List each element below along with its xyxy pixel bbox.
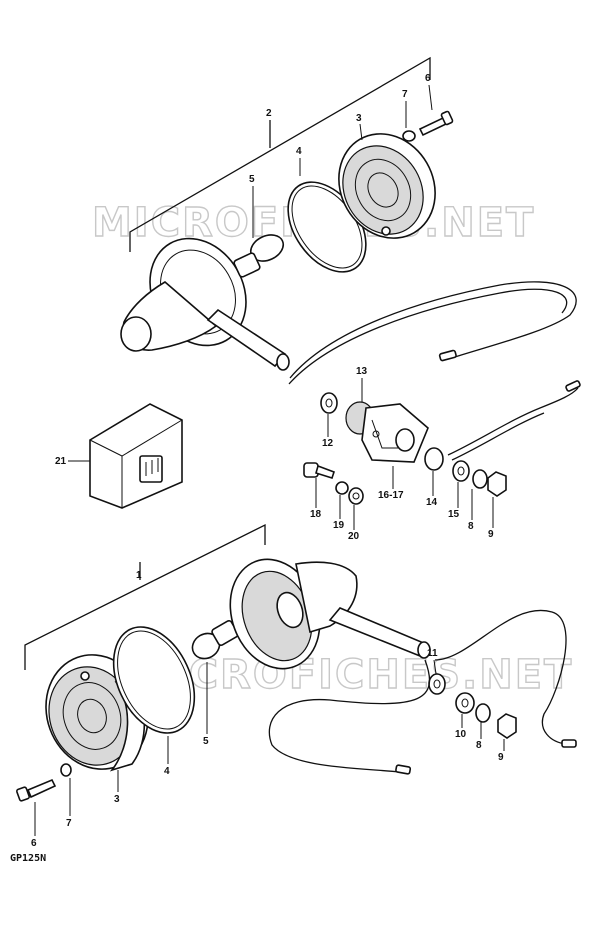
lower-screw xyxy=(16,778,57,802)
washer-12 xyxy=(320,392,338,414)
callout-8-upper: 8 xyxy=(468,521,474,532)
callout-4-lower: 4 xyxy=(164,766,170,777)
lower-bulb xyxy=(191,620,239,660)
callout-2: 2 xyxy=(266,108,272,119)
lower-wire-right-terminal xyxy=(561,739,577,748)
washer-19 xyxy=(335,481,349,495)
upper-lens xyxy=(338,133,436,239)
callout-20: 20 xyxy=(348,531,360,542)
bracket-13 xyxy=(345,401,429,463)
lower-housing xyxy=(229,558,431,670)
washer-15 xyxy=(452,460,470,482)
washer-8-lower xyxy=(475,703,491,723)
washer-14 xyxy=(424,447,444,471)
callout-8-lower: 8 xyxy=(476,740,482,751)
washer-11 xyxy=(428,673,446,695)
lower-wire-right xyxy=(434,609,567,745)
callout-19: 19 xyxy=(333,520,345,531)
lower-o-ring-inner xyxy=(117,630,191,730)
callout-6-upper: 6 xyxy=(425,73,431,84)
flasher-module-21: 21 xyxy=(55,403,183,509)
callout-14: 14 xyxy=(426,497,438,508)
callout-11: 11 xyxy=(427,648,438,659)
upper-wire-terminal xyxy=(438,349,457,362)
callout-21: 21 xyxy=(55,456,67,467)
washer-10 xyxy=(455,692,475,714)
middle-wire xyxy=(447,387,579,456)
nut-9-upper xyxy=(487,471,507,497)
model-code: GP125N xyxy=(10,853,46,864)
callout-12: 12 xyxy=(322,438,334,449)
callout-18: 18 xyxy=(310,509,322,520)
upper-turn-signal-assembly: 2 3 4 5 7 6 xyxy=(120,56,577,385)
callout-15: 15 xyxy=(448,509,460,520)
lower-turn-signal-assembly: 1 3 4 5 6 7 11 10 8 9 xyxy=(16,523,577,849)
upper-wire xyxy=(289,281,577,379)
washer-20 xyxy=(348,487,364,505)
lower-washer xyxy=(60,763,72,777)
lower-wire-left xyxy=(268,659,431,773)
upper-group-bracket xyxy=(129,56,431,252)
callout-3-lower: 3 xyxy=(114,794,120,805)
callout-16-17: 16-17 xyxy=(378,490,404,501)
washer-8-upper xyxy=(472,469,488,489)
callout-7-lower: 7 xyxy=(66,818,72,829)
bolt-18 xyxy=(303,462,336,479)
callout-13: 13 xyxy=(356,366,368,377)
middle-wire-b xyxy=(451,412,545,461)
callout-1: 1 xyxy=(136,570,142,581)
middle-wire-terminal xyxy=(565,380,581,392)
callout-5-lower: 5 xyxy=(203,736,209,747)
callout-5-upper: 5 xyxy=(249,174,255,185)
callout-4-upper: 4 xyxy=(296,146,302,157)
callout-6-lower: 6 xyxy=(31,838,37,849)
upper-washer xyxy=(402,130,416,142)
callout-10: 10 xyxy=(455,729,467,740)
lower-o-ring xyxy=(112,626,196,734)
callout-7-upper: 7 xyxy=(402,89,408,100)
upper-wire-b xyxy=(288,288,568,385)
lower-wire-left-terminal xyxy=(395,764,412,775)
upper-housing xyxy=(120,237,290,371)
callout-3-upper: 3 xyxy=(356,113,362,124)
mounting-hardware: 13 12 16-17 14 15 8 9 18 19 20 xyxy=(303,366,581,542)
upper-bulb xyxy=(233,234,285,278)
callout-9-lower: 9 xyxy=(498,752,504,763)
nut-9-lower xyxy=(497,713,517,739)
callout-9-upper: 9 xyxy=(488,529,494,540)
upper-screw xyxy=(418,110,454,137)
lower-group-bracket xyxy=(24,523,266,670)
watermark-lower: MICROFICHES.NET xyxy=(130,652,573,698)
